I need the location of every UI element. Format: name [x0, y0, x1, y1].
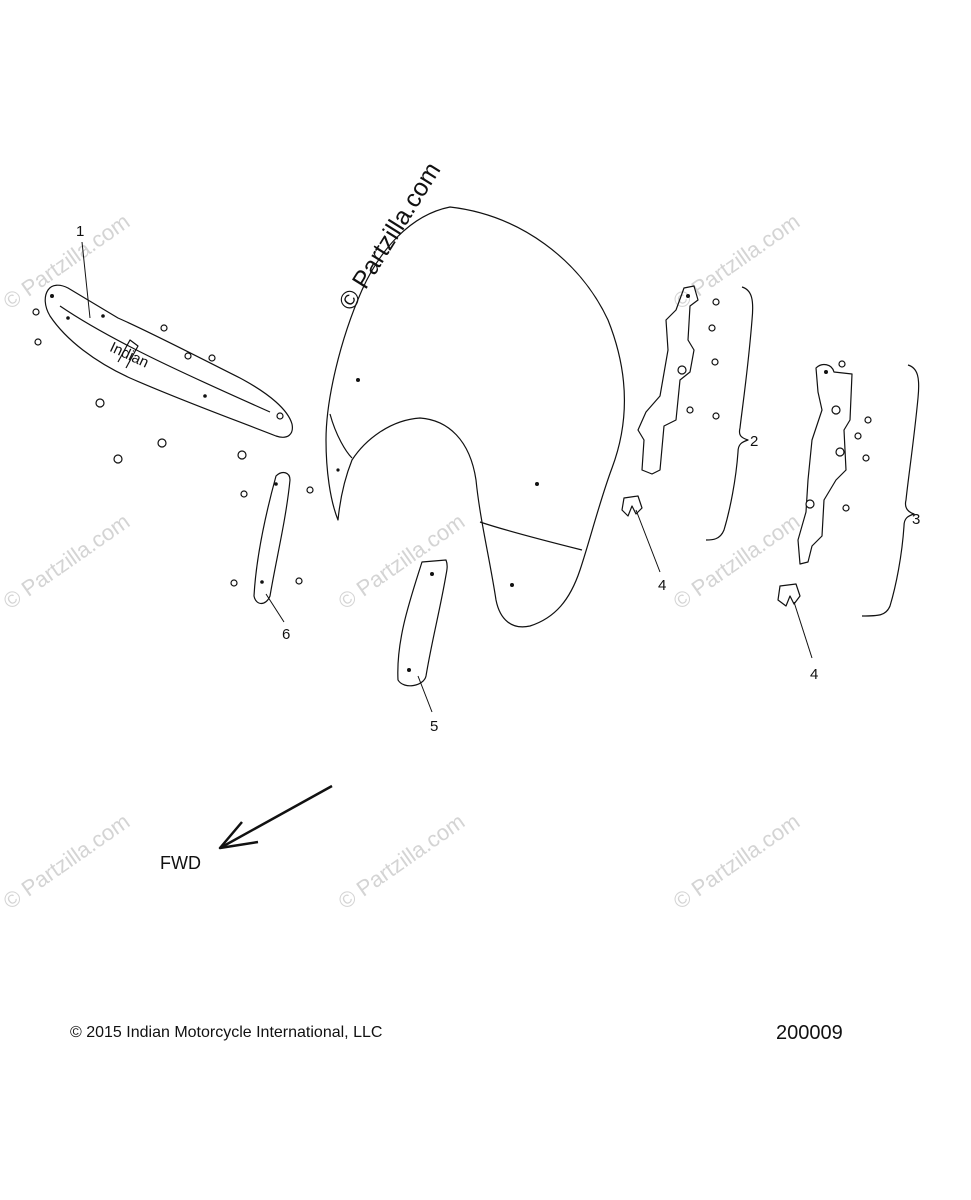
fwd-arrow [218, 784, 333, 850]
watermark-tile: © Partzilla.com [0, 209, 134, 315]
copyright-notice: © 2015 Indian Motorcycle International, … [70, 1024, 383, 1041]
bracket-stud [831, 405, 841, 415]
panel-hole [50, 294, 54, 298]
screw [34, 338, 42, 346]
panel-tab [117, 339, 139, 369]
watermark-tile: © Partzilla.com [669, 509, 805, 615]
panel-hole [66, 316, 70, 320]
screw [230, 579, 238, 587]
panel-hole [203, 394, 207, 398]
fasteners-part-1 [32, 308, 247, 464]
nut [157, 438, 167, 448]
nut [712, 298, 720, 306]
fwd-label: FWD [160, 853, 201, 873]
screw [240, 490, 248, 498]
diagram-id: 200009 [776, 1022, 843, 1044]
watermark-tile: © Partzilla.com [334, 509, 470, 615]
watermark-tile: © Partzilla.com [334, 809, 470, 915]
panel-hole [101, 314, 105, 318]
panel-grommet [276, 412, 284, 420]
leader-4a [635, 509, 661, 573]
windshield-hole [510, 583, 514, 587]
callout-5: 5 [430, 718, 438, 735]
windshield-hole [535, 482, 539, 486]
nut [160, 324, 168, 332]
nut [854, 432, 862, 440]
watermark-tile: © Partzilla.com [669, 209, 805, 315]
watermark-tile: © Partzilla.com [0, 809, 134, 915]
bracket-3-outline [797, 363, 853, 565]
bracket-hole [686, 294, 690, 298]
part-3-bracket [797, 360, 872, 565]
leader-4b [793, 601, 813, 659]
watermark-main: © Partzilla.com [333, 157, 446, 315]
watermark-tile: © Partzilla.com [669, 809, 805, 915]
nut [306, 486, 314, 494]
trim-panel-outline [44, 284, 293, 438]
lower-strip-outline [397, 559, 448, 687]
callout-3: 3 [912, 511, 920, 528]
callout-4a: 4 [658, 577, 666, 594]
bracket-hole [824, 370, 828, 374]
strip-hole [430, 572, 434, 576]
clip-4a [621, 495, 643, 517]
leader-1 [81, 241, 91, 319]
nut [208, 354, 216, 362]
side-strip-outline [253, 471, 291, 605]
nut [295, 577, 303, 585]
nut [237, 450, 247, 460]
windshield-hole [356, 378, 360, 382]
nut [712, 412, 720, 420]
nut [95, 398, 105, 408]
bracket-stud [677, 365, 687, 375]
windshield-hole [336, 468, 340, 472]
watermark-tile: © Partzilla.com [0, 509, 134, 615]
leader-6 [265, 593, 285, 623]
strip-hole [274, 482, 278, 486]
part-5-lower-strip [397, 559, 448, 687]
callout-4b: 4 [810, 666, 818, 683]
bracket-2-outline [637, 285, 699, 475]
nut [184, 352, 192, 360]
nut [686, 406, 694, 414]
nut [842, 504, 850, 512]
screw [32, 308, 40, 316]
part-1-trim-panel: Indian [44, 284, 293, 438]
fwd-arrow-shaft [219, 784, 333, 850]
part-2-bracket [637, 285, 720, 475]
leader-5 [417, 675, 433, 713]
watermark-tiles: © Partzilla.com © Partzilla.com © Partzi… [0, 209, 804, 915]
windshield-lower-edge [479, 521, 583, 551]
windshield-side-edge [329, 413, 353, 459]
brace-part-3 [861, 364, 920, 617]
callout-2: 2 [750, 433, 758, 450]
nut [838, 360, 846, 368]
nut [113, 454, 123, 464]
bracket-stud [835, 447, 845, 457]
strip-hole [260, 580, 264, 584]
callout-6: 6 [282, 626, 290, 643]
nut [711, 358, 719, 366]
trim-panel-inner-edge [59, 305, 271, 413]
nut [708, 324, 716, 332]
strip-hole [407, 668, 411, 672]
windshield [325, 206, 625, 628]
fwd-arrow-head [218, 821, 259, 850]
windshield-outline [325, 206, 625, 628]
nut [862, 454, 870, 462]
clip-4b [777, 583, 801, 607]
brace-part-2 [705, 286, 754, 541]
nut [864, 416, 872, 424]
bracket-stud [805, 499, 815, 509]
callout-1: 1 [76, 223, 84, 240]
trim-panel-logo: Indian [107, 339, 151, 372]
part-6-side-strip [230, 471, 314, 605]
